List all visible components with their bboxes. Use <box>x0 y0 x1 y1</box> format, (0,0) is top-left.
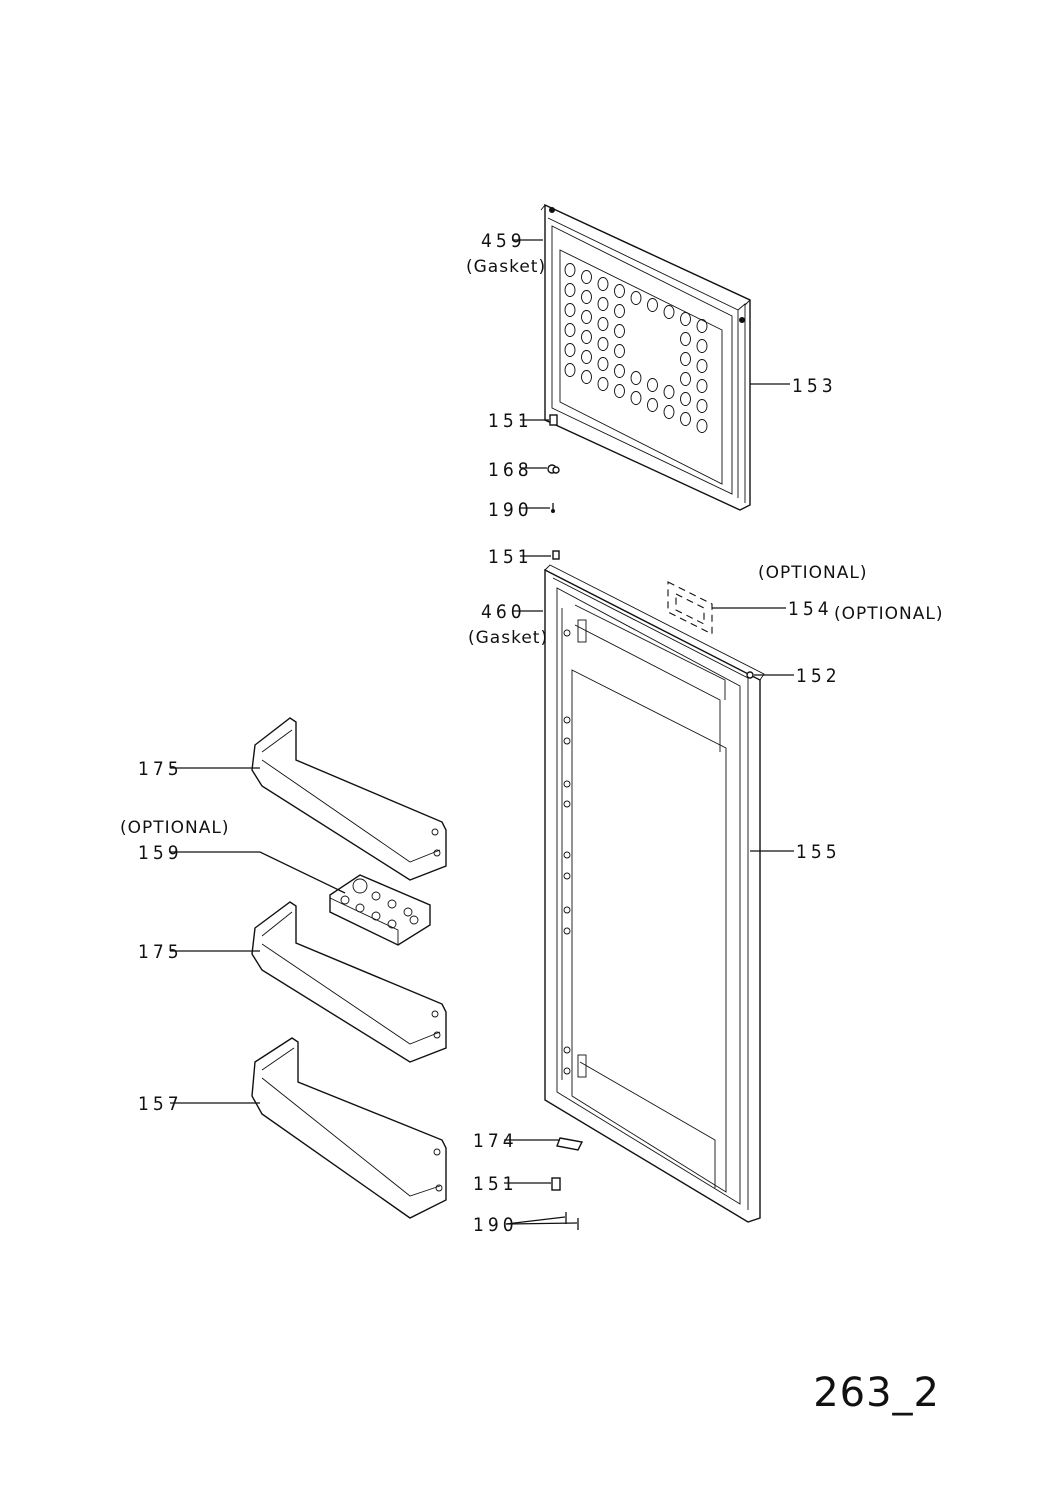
dimple <box>614 384 625 398</box>
part-168 <box>547 464 560 474</box>
screw-190-top <box>551 503 555 513</box>
rail-hole <box>563 927 571 935</box>
dimple <box>696 359 708 373</box>
fridge-door-155 <box>544 564 765 1223</box>
label-157: 157 <box>138 1093 183 1115</box>
rail-hole <box>563 906 571 914</box>
dimple <box>614 284 625 298</box>
dimple <box>663 405 675 419</box>
label-159: 159 <box>138 842 183 864</box>
dimple <box>696 399 708 413</box>
egg-tray-159 <box>329 874 431 946</box>
label-159-optional: (OPTIONAL) <box>120 818 230 838</box>
dimple <box>696 419 708 433</box>
dimple <box>597 317 609 331</box>
label-152: 152 <box>796 665 841 687</box>
dimple <box>564 343 576 357</box>
label-168: 168 <box>488 459 533 481</box>
dimple <box>581 290 592 304</box>
door-shelf-175-top <box>251 717 447 881</box>
dimple <box>564 283 576 297</box>
screws-190-bottom <box>565 1212 579 1230</box>
freezer-door-dimples <box>564 263 708 433</box>
dimple <box>597 277 609 291</box>
dimple <box>581 270 592 284</box>
door-rail-holes <box>563 629 571 1075</box>
label-174: 174 <box>473 1130 518 1152</box>
dimple <box>680 352 691 366</box>
rail-hole <box>563 780 571 788</box>
dimple <box>680 372 691 386</box>
dimple <box>581 350 592 364</box>
dimple <box>630 371 642 385</box>
dimple <box>680 412 691 426</box>
label-459-note: (Gasket) <box>466 257 546 277</box>
dimple <box>597 337 609 351</box>
rail-hole <box>563 851 571 859</box>
dimple <box>680 392 691 406</box>
dimple <box>564 263 576 277</box>
label-151-b: 151 <box>488 546 533 568</box>
dimple <box>581 370 592 384</box>
dimple <box>630 391 642 405</box>
label-190-a: 190 <box>488 499 533 521</box>
dimple <box>597 357 609 371</box>
dimple <box>614 364 625 378</box>
label-154: 154 <box>788 598 833 620</box>
dimple <box>614 304 625 318</box>
freezer-door-153 <box>540 203 751 511</box>
rail-hole <box>563 800 571 808</box>
label-459: 459 <box>481 230 526 252</box>
label-155: 155 <box>796 841 841 863</box>
leader-lines <box>170 239 794 1225</box>
dimple <box>630 291 642 305</box>
dimple <box>680 312 691 326</box>
rail-hole <box>563 737 571 745</box>
dimple <box>564 323 576 337</box>
door-shelf-175-bottom <box>251 901 447 1063</box>
dimple <box>564 303 576 317</box>
dimple <box>647 398 658 412</box>
label-154-optional-top: (OPTIONAL) <box>758 563 868 583</box>
label-151-c: 151 <box>473 1173 518 1195</box>
hinge-bush-151-top <box>549 414 558 426</box>
dimple <box>680 332 691 346</box>
label-190-b: 190 <box>473 1214 518 1236</box>
label-460-note: (Gasket) <box>468 628 548 648</box>
label-175-a: 175 <box>138 758 183 780</box>
part-174 <box>556 1137 584 1151</box>
sheet-number: 263_2 <box>813 1370 940 1416</box>
dimple <box>597 377 609 391</box>
rail-hole <box>563 716 571 724</box>
part-152 <box>746 671 754 679</box>
dimple <box>614 324 625 338</box>
dimple <box>597 297 609 311</box>
rail-hole <box>563 1046 571 1054</box>
dimple <box>564 363 576 377</box>
label-175-b: 175 <box>138 941 183 963</box>
dimple <box>581 330 592 344</box>
hinge-bush-151-bottom <box>551 1177 561 1191</box>
label-460: 460 <box>481 601 526 623</box>
dimple <box>663 385 675 399</box>
rail-hole <box>563 1067 571 1075</box>
hinge-bush-151-mid <box>552 550 560 560</box>
label-153: 153 <box>792 375 837 397</box>
dimple <box>581 310 592 324</box>
dimple <box>614 344 625 358</box>
optional-part-154 <box>667 581 713 635</box>
dimple <box>696 319 708 333</box>
label-154-optional: (OPTIONAL) <box>834 604 944 624</box>
label-151-a: 151 <box>488 410 533 432</box>
dimple <box>647 378 658 392</box>
rail-hole <box>563 872 571 880</box>
dimple <box>647 298 658 312</box>
rail-hole <box>563 629 571 637</box>
dimple <box>696 339 708 353</box>
bottle-shelf-157 <box>251 1037 447 1219</box>
dimple <box>696 379 708 393</box>
dimple <box>663 305 675 319</box>
